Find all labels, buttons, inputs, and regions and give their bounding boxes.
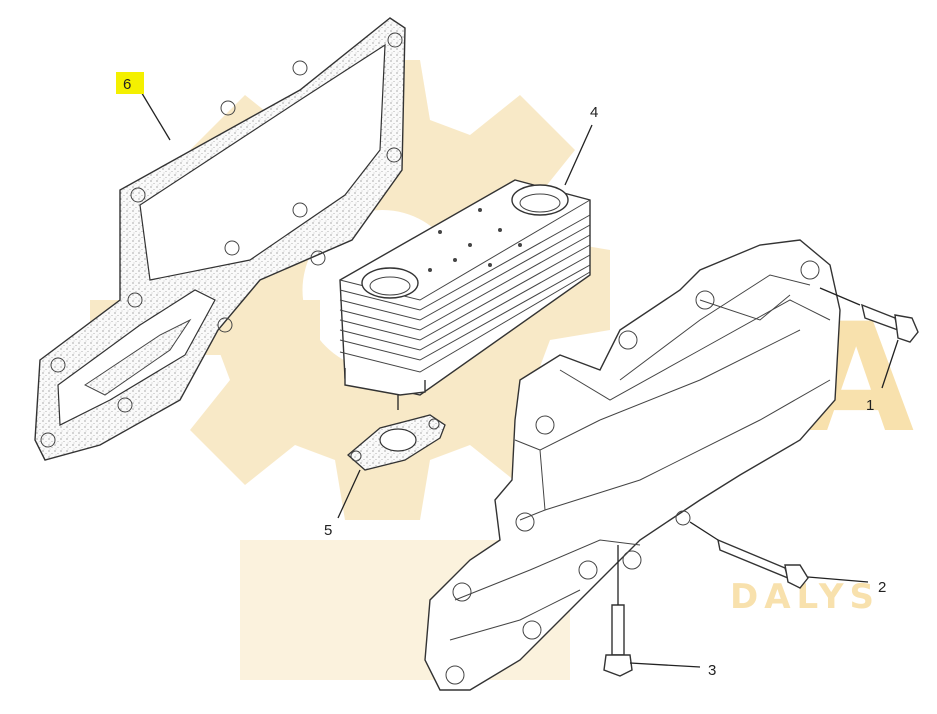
leader-line-3 <box>629 662 701 668</box>
callout-4: 4 <box>590 104 598 121</box>
leader-line-2-hidden <box>689 521 719 541</box>
part-5-small-gasket <box>347 414 446 471</box>
callout-2: 2 <box>878 579 886 596</box>
callout-labels: 6 4 5 1 2 3 <box>116 72 886 679</box>
callout-3: 3 <box>708 662 716 679</box>
leader-line-6 <box>139 89 171 141</box>
leader-line-5 <box>337 469 361 519</box>
part-3-bolt <box>603 604 633 677</box>
callout-5: 5 <box>324 522 332 539</box>
leader-line-4 <box>564 124 593 186</box>
watermark-text-sub: DALYS <box>730 577 880 617</box>
cooler-housing <box>424 239 841 691</box>
part-1-bolt <box>861 303 919 343</box>
leader-line-1-hidden <box>819 287 861 306</box>
callout-6-highlight <box>116 72 144 94</box>
leader-line-2 <box>807 576 869 583</box>
part-2-bolt <box>717 538 809 589</box>
leader-line-1 <box>881 339 899 389</box>
part-6-gasket <box>34 17 406 461</box>
part-4-oil-cooler <box>339 179 591 396</box>
callout-1: 1 <box>866 397 874 414</box>
callout-6: 6 <box>123 76 131 93</box>
leader-lines <box>139 89 899 668</box>
